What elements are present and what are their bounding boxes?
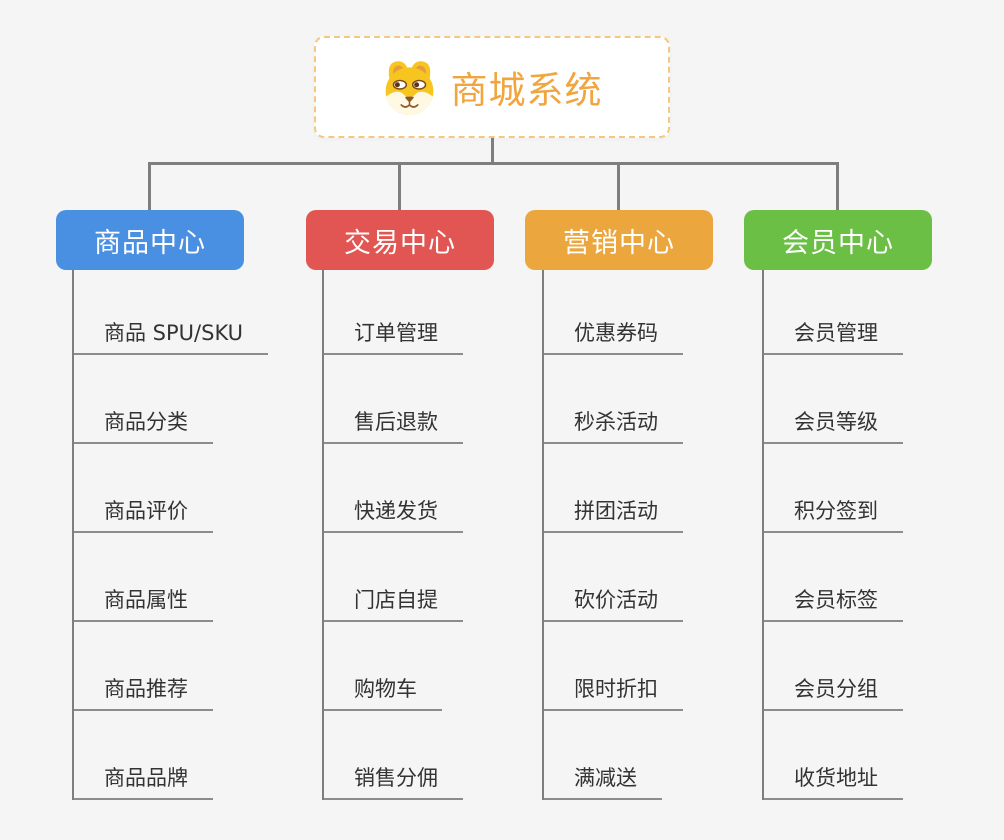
leaf-node[interactable]: 秒杀活动 [542, 407, 683, 444]
shiba-dog-icon [382, 59, 437, 116]
leaf-node[interactable]: 会员分组 [762, 674, 903, 711]
leaf-node[interactable]: 商品推荐 [72, 674, 213, 711]
leaf-node[interactable]: 商品 SPU/SKU [72, 318, 269, 355]
connector-drop-branch-3 [617, 162, 620, 210]
leaf-node[interactable]: 砍价活动 [542, 585, 683, 622]
connector-drop-branch-4 [836, 162, 839, 210]
connector-main-horizontal [149, 162, 839, 165]
branch-column-member-center: 会员管理 会员等级 积分签到 会员标签 会员分组 收货地址 [762, 270, 903, 800]
branch-header-trade-center[interactable]: 交易中心 [306, 210, 494, 270]
branch-column-product-center: 商品 SPU/SKU 商品分类 商品评价 商品属性 商品推荐 商品品牌 [72, 270, 269, 800]
leaf-node[interactable]: 会员等级 [762, 407, 903, 444]
leaf-node[interactable]: 商品分类 [72, 407, 213, 444]
branch-header-member-center[interactable]: 会员中心 [744, 210, 932, 270]
branch-column-trade-center: 订单管理 售后退款 快递发货 门店自提 购物车 销售分佣 [322, 270, 463, 800]
branch-header-product-center[interactable]: 商品中心 [56, 210, 244, 270]
connector-drop-branch-1 [148, 162, 151, 210]
leaf-node[interactable]: 满减送 [542, 763, 662, 800]
leaf-node[interactable]: 快递发货 [322, 496, 463, 533]
leaf-node[interactable]: 销售分佣 [322, 763, 463, 800]
leaf-node[interactable]: 收货地址 [762, 763, 903, 800]
root-node[interactable]: 商城系统 [314, 36, 670, 138]
connector-root-stem [491, 138, 494, 165]
leaf-node[interactable]: 门店自提 [322, 585, 463, 622]
leaf-node[interactable]: 会员标签 [762, 585, 903, 622]
leaf-node[interactable]: 购物车 [322, 674, 442, 711]
leaf-node[interactable]: 优惠券码 [542, 318, 683, 355]
leaf-node[interactable]: 积分签到 [762, 496, 903, 533]
leaf-node[interactable]: 商品属性 [72, 585, 213, 622]
leaf-node[interactable]: 售后退款 [322, 407, 463, 444]
leaf-node[interactable]: 会员管理 [762, 318, 903, 355]
branch-column-marketing-center: 优惠券码 秒杀活动 拼团活动 砍价活动 限时折扣 满减送 [542, 270, 683, 800]
branch-header-marketing-center[interactable]: 营销中心 [525, 210, 713, 270]
leaf-node[interactable]: 订单管理 [322, 318, 463, 355]
leaf-node[interactable]: 商品品牌 [72, 763, 213, 800]
leaf-node[interactable]: 限时折扣 [542, 674, 683, 711]
leaf-node[interactable]: 商品评价 [72, 496, 213, 533]
leaf-node[interactable]: 拼团活动 [542, 496, 683, 533]
connector-drop-branch-2 [398, 162, 401, 210]
root-title: 商城系统 [450, 69, 603, 112]
